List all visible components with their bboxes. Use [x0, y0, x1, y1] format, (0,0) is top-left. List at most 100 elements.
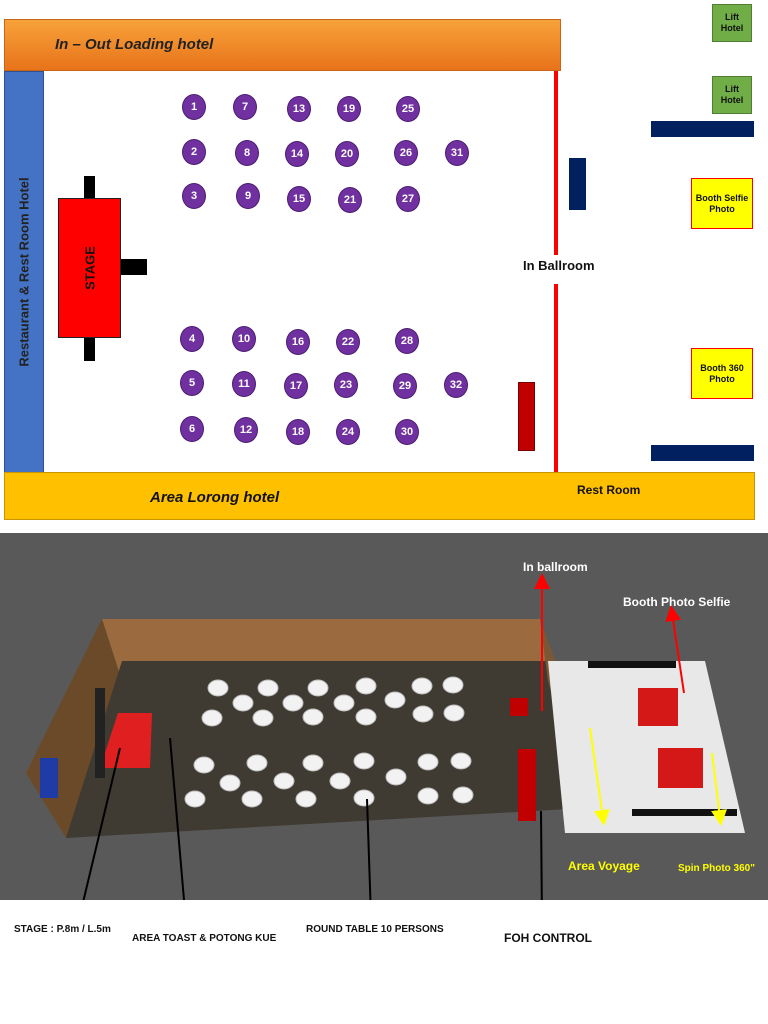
table-1: 1 [182, 94, 206, 120]
booth-360-label: Booth 360 Photo [700, 362, 744, 384]
table-19: 19 [337, 96, 361, 122]
stage-runway [121, 259, 147, 275]
table-17: 17 [284, 373, 308, 399]
table-arrow [366, 798, 372, 900]
spin-arrow [711, 752, 727, 826]
lounge-bench-top [651, 121, 754, 137]
screen [40, 758, 58, 798]
render-round-table [411, 677, 433, 695]
toast-arrow [169, 737, 186, 900]
render-round-table [282, 694, 304, 712]
booth-selfie-3d [638, 688, 678, 726]
table-7: 7 [233, 94, 257, 120]
table-24: 24 [336, 419, 360, 445]
booth-selfie-photo: Booth Selfie Photo [691, 178, 753, 229]
render-round-table [246, 754, 268, 772]
render-round-table [353, 789, 375, 807]
render-ballroom-label: In ballroom [523, 560, 588, 574]
render-round-table [302, 754, 324, 772]
stage-arrow [82, 747, 121, 900]
loading-area-label: In – Out Loading hotel [55, 36, 214, 53]
ballroom-wall-top [554, 71, 558, 255]
foh-3d [518, 749, 536, 821]
lobby-bench-bottom [632, 809, 737, 816]
caption-stage: STAGE : P.8m / L.5m [14, 924, 111, 935]
table-32: 32 [444, 372, 468, 398]
lift-1-label: Lift Hotel [720, 12, 744, 33]
spin-photo-label: Spin Photo 360" [678, 863, 755, 874]
render-round-table [184, 790, 206, 808]
table-10: 10 [232, 326, 256, 352]
restaurant-area-bar: Restaurant & Rest Room Hotel [4, 71, 44, 473]
lobby-bench-top [588, 661, 676, 668]
table-2: 2 [182, 139, 206, 165]
corridor-area-bar: Area Lorong hotel Rest Room [4, 472, 755, 520]
table-27: 27 [396, 186, 420, 212]
render-round-table [241, 790, 263, 808]
render-round-table [355, 708, 377, 726]
stage-backdrop [95, 688, 105, 778]
corridor-area-label: Area Lorong hotel [150, 489, 280, 506]
render-round-table [295, 790, 317, 808]
stage-stair-top [84, 176, 95, 199]
table-28: 28 [395, 328, 419, 354]
lift-1: Lift Hotel [712, 4, 752, 42]
render-round-table [452, 786, 474, 804]
render-round-table [443, 704, 465, 722]
ballroom-wall-bottom [554, 284, 558, 472]
render-round-table [252, 709, 274, 727]
table-12: 12 [234, 417, 258, 443]
table-16: 16 [286, 329, 310, 355]
selfie-arrow [665, 605, 685, 694]
render-round-table [219, 774, 241, 792]
voyage-arrow [589, 727, 610, 826]
table-20: 20 [335, 141, 359, 167]
render-round-table [273, 772, 295, 790]
caption-round-table: ROUND TABLE 10 PERSONS [306, 924, 444, 935]
render-round-table [307, 679, 329, 697]
booth-360-3d [658, 748, 703, 788]
booth-selfie-label: Booth Selfie Photo [695, 192, 749, 214]
table-6: 6 [180, 416, 204, 442]
render-round-table [257, 679, 279, 697]
registration-desk [569, 158, 586, 210]
table-8: 8 [235, 140, 259, 166]
area-voyage-label: Area Voyage [568, 859, 640, 873]
loading-area-bar: In – Out Loading hotel [4, 19, 561, 71]
render-selfie-label: Booth Photo Selfie [623, 595, 731, 609]
stage-label: STAGE [82, 246, 97, 290]
venue-3d-render-graphic [26, 573, 745, 900]
foh-arrow [540, 810, 543, 900]
table-3: 3 [182, 183, 206, 209]
table-9: 9 [236, 183, 260, 209]
restaurant-area-label: Restaurant & Rest Room Hotel [16, 177, 32, 367]
stage: STAGE [58, 198, 121, 338]
render-round-table [302, 708, 324, 726]
desk-3d [510, 698, 528, 716]
table-21: 21 [338, 187, 362, 213]
stage-3d [100, 713, 152, 768]
render-round-table [417, 753, 439, 771]
render-round-table [385, 768, 407, 786]
foh-desk [518, 382, 535, 451]
caption-toast: AREA TOAST & POTONG KUE [132, 933, 277, 944]
table-30: 30 [395, 419, 419, 445]
render-round-table [193, 756, 215, 774]
booth-360-photo: Booth 360 Photo [691, 348, 753, 399]
caption-foh: FOH CONTROL [504, 931, 592, 945]
render-round-table [355, 677, 377, 695]
table-25: 25 [396, 96, 420, 122]
render-round-table [417, 787, 439, 805]
lift-2: Lift Hotel [712, 76, 752, 114]
render-round-table [201, 709, 223, 727]
lounge-bench-bottom [651, 445, 754, 461]
table-26: 26 [394, 140, 418, 166]
render-round-table [207, 679, 229, 697]
table-11: 11 [232, 371, 256, 397]
lobby-floor [548, 661, 745, 833]
restroom-label: Rest Room [577, 483, 641, 497]
render-round-table [442, 676, 464, 694]
stage-stair-bottom [84, 338, 95, 361]
table-31: 31 [445, 140, 469, 166]
render-round-table [232, 694, 254, 712]
